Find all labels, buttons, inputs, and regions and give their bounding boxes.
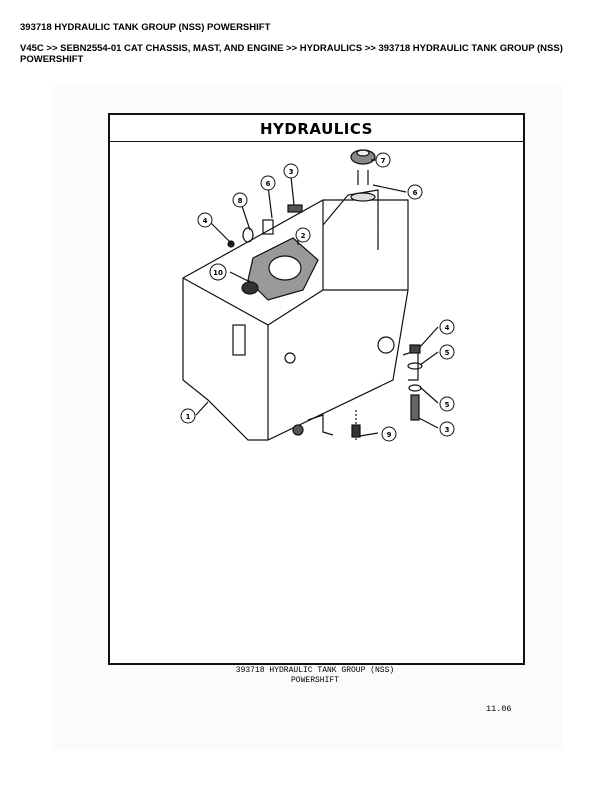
callout-2: 2 <box>295 227 311 243</box>
svg-text:5: 5 <box>445 349 450 357</box>
callout-10: 10 <box>209 263 227 281</box>
callout-5: 5 <box>439 344 455 360</box>
callout-9: 9 <box>381 426 397 442</box>
svg-text:6: 6 <box>266 180 271 188</box>
svg-text:5: 5 <box>445 401 450 409</box>
svg-text:10: 10 <box>213 269 223 277</box>
callout-1: 1 <box>180 408 196 424</box>
svg-text:1: 1 <box>186 413 191 421</box>
caption-line-2: POWERSHIFT <box>290 676 339 685</box>
callout-4: 4 <box>197 212 213 228</box>
callout-7: 7 <box>375 152 391 168</box>
svg-text:4: 4 <box>445 324 450 332</box>
breadcrumb: V45C >> SEBN2554-01 CAT CHASSIS, MAST, A… <box>20 43 563 65</box>
svg-text:7: 7 <box>381 157 386 165</box>
page-title: 393718 HYDRAULIC TANK GROUP (NSS) POWERS… <box>20 22 271 33</box>
svg-text:9: 9 <box>387 431 392 439</box>
diagram-header: HYDRAULICS <box>110 115 523 142</box>
svg-text:6: 6 <box>413 189 418 197</box>
caption-line-1: 393718 HYDRAULIC TANK GROUP (NSS) <box>235 666 395 675</box>
page-number: 11.06 <box>486 704 512 714</box>
svg-text:3: 3 <box>289 168 294 176</box>
callout-5b: 5 <box>439 396 455 412</box>
svg-text:3: 3 <box>445 426 450 434</box>
hydraulic-tank-illustration: 7 3 6 8 4 2 6 10 1 4 5 5 3 9 <box>180 149 455 442</box>
svg-text:8: 8 <box>238 197 243 205</box>
callout-3: 3 <box>283 163 299 179</box>
callout-6b: 6 <box>407 184 423 200</box>
callout-4b: 4 <box>439 319 455 335</box>
callout-8: 8 <box>232 192 248 208</box>
svg-text:4: 4 <box>203 217 208 225</box>
svg-text:2: 2 <box>301 232 306 240</box>
callout-3b: 3 <box>439 421 455 437</box>
diagram-caption: 393718 HYDRAULIC TANK GROUP (NSS) POWERS… <box>225 666 405 686</box>
callout-6: 6 <box>260 175 276 191</box>
